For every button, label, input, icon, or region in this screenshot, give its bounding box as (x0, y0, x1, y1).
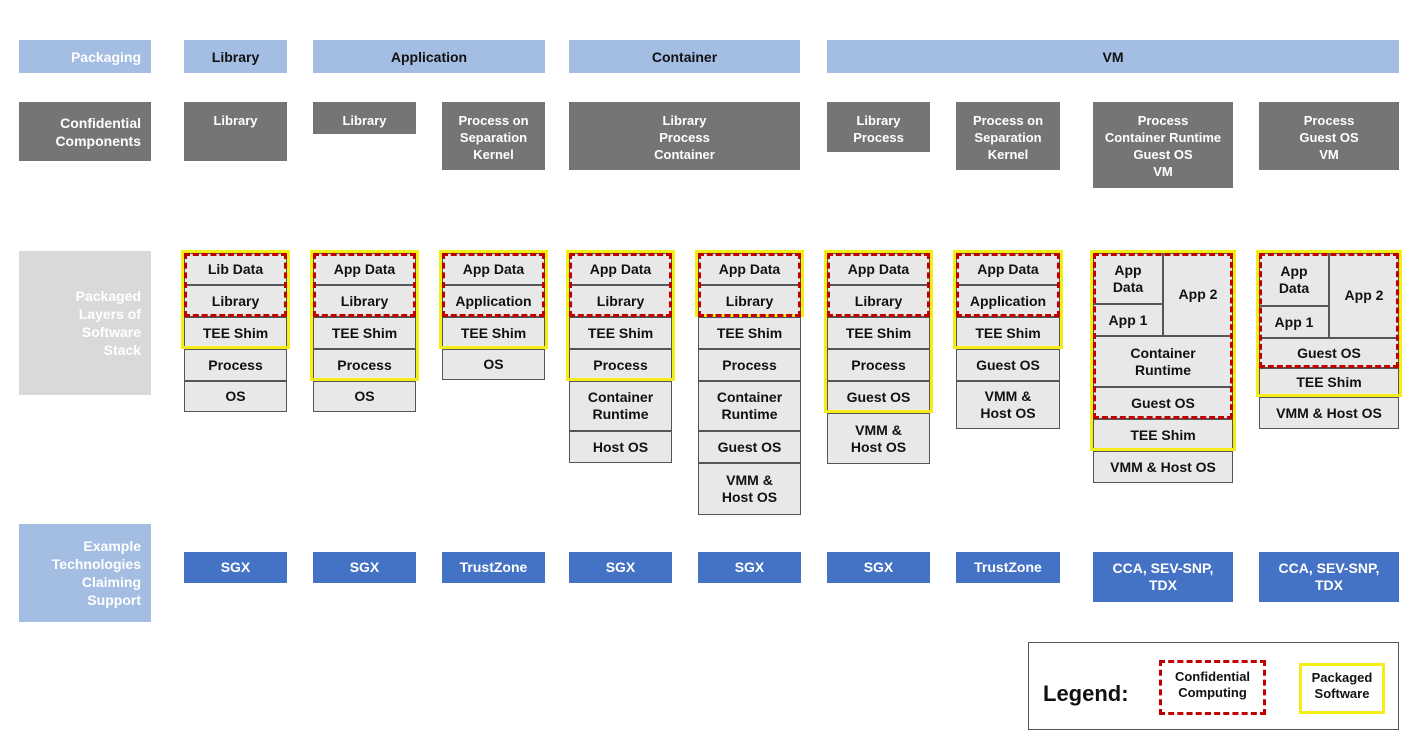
layer-library: Library (313, 285, 416, 317)
tech-badge-1: SGX (184, 552, 287, 583)
row-label-example-technologies: Example Technologies Claiming Support (19, 524, 151, 622)
layer-app-data: App Data (569, 253, 672, 285)
layer-vmm-host-os: VMM & Host OS (827, 413, 930, 464)
layer-library: Library (698, 285, 801, 317)
layer-os: OS (442, 349, 545, 380)
tech-badge-7: TrustZone (956, 552, 1060, 583)
layer-vmm-host-os: VMM & Host OS (698, 463, 801, 515)
layer-tee-shim: TEE Shim (827, 317, 930, 349)
layer-guest-os: Guest OS (956, 349, 1060, 381)
layer-application: Application (956, 285, 1060, 317)
layer-tee-shim: TEE Shim (1093, 419, 1233, 451)
row-label-confidential-components: Confidential Components (19, 102, 151, 161)
layer-process: Process (827, 349, 930, 381)
layer-tee-shim: TEE Shim (1259, 368, 1399, 397)
layer-app-data: App Data (1093, 253, 1163, 304)
row-label-packaging: Packaging (19, 40, 151, 73)
legend-box: Legend: Confidential Computing Packaged … (1028, 642, 1399, 730)
layer-process: Process (569, 349, 672, 381)
legend-title: Legend: (1043, 681, 1129, 706)
tech-badge-9: CCA, SEV-SNP, TDX (1259, 552, 1399, 602)
confidential-components-7: Process Container Runtime Guest OS VM (1093, 102, 1233, 188)
packaging-container: Container (569, 40, 800, 73)
layer-app-data: App Data (1259, 253, 1329, 306)
confidential-components-3: Process on Separation Kernel (442, 102, 545, 170)
layer-library: Library (184, 285, 287, 317)
packaging-application: Application (313, 40, 545, 73)
layer-guest-os: Guest OS (1093, 387, 1233, 419)
layer-os: OS (184, 381, 287, 412)
layer-container-runtime: Container Runtime (569, 381, 672, 431)
confidential-components-1: Library (184, 102, 287, 161)
tech-badge-6: SGX (827, 552, 930, 583)
layer-application: Application (442, 285, 545, 317)
layer-guest-os: Guest OS (827, 381, 930, 413)
legend-confidential-label: Confidential Computing (1174, 669, 1251, 700)
confidential-components-8: Process Guest OS VM (1259, 102, 1399, 170)
layer-lib-data: Lib Data (184, 253, 287, 285)
legend-packaged-label: Packaged Software (1311, 670, 1373, 701)
packaging-vm: VM (827, 40, 1399, 73)
layer-guest-os: Guest OS (1259, 338, 1399, 368)
tech-badge-2: SGX (313, 552, 416, 583)
layer-tee-shim: TEE Shim (569, 317, 672, 349)
layer-app-data: App Data (827, 253, 930, 285)
layer-vmm-host-os: VMM & Host OS (956, 381, 1060, 429)
confidential-components-6: Process on Separation Kernel (956, 102, 1060, 170)
layer-app-1: App 1 (1093, 304, 1163, 336)
layer-library: Library (827, 285, 930, 317)
layer-vmm-host-os: VMM & Host OS (1093, 451, 1233, 483)
tech-badge-4: SGX (569, 552, 672, 583)
layer-tee-shim: TEE Shim (956, 317, 1060, 349)
layer-app-data: App Data (698, 253, 801, 285)
layer-process: Process (313, 349, 416, 381)
confidential-components-2: Library (313, 102, 416, 134)
tech-badge-8: CCA, SEV-SNP, TDX (1093, 552, 1233, 602)
tech-badge-5: SGX (698, 552, 801, 583)
layer-tee-shim: TEE Shim (698, 317, 801, 349)
layer-tee-shim: TEE Shim (442, 317, 545, 349)
confidential-components-4: Library Process Container (569, 102, 800, 170)
layer-guest-os: Guest OS (698, 431, 801, 463)
layer-tee-shim: TEE Shim (184, 317, 287, 349)
layer-tee-shim: TEE Shim (313, 317, 416, 349)
layer-app-data: App Data (442, 253, 545, 285)
layer-host-os: Host OS (569, 431, 672, 463)
layer-process: Process (698, 349, 801, 381)
row-label-packaged-layers: Packaged Layers of Software Stack (19, 251, 151, 395)
packaging-library: Library (184, 40, 287, 73)
layer-app-2: App 2 (1329, 253, 1399, 338)
tech-badge-3: TrustZone (442, 552, 545, 583)
layer-process: Process (184, 349, 287, 381)
layer-app-data: App Data (956, 253, 1060, 285)
layer-library: Library (569, 285, 672, 317)
layer-app-1: App 1 (1259, 306, 1329, 338)
confidential-components-5: Library Process (827, 102, 930, 152)
layer-app-2: App 2 (1163, 253, 1233, 336)
layer-container-runtime: Container Runtime (698, 381, 801, 431)
layer-vmm-host-os: VMM & Host OS (1259, 397, 1399, 429)
layer-container-runtime: Container Runtime (1093, 336, 1233, 387)
layer-app-data: App Data (313, 253, 416, 285)
layer-os: OS (313, 381, 416, 412)
